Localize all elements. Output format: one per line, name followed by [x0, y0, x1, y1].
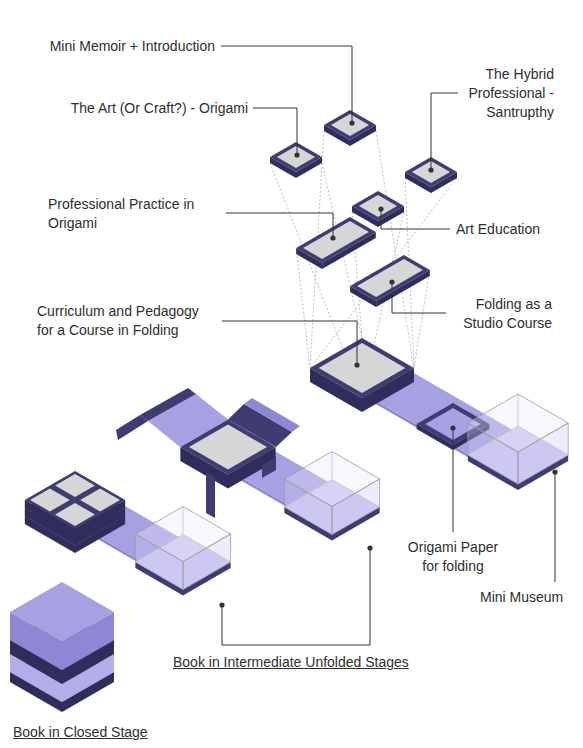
leader-dot	[294, 152, 299, 157]
callout-label: Professional Practice in Origami	[48, 195, 223, 233]
projection-line	[296, 248, 310, 368]
leader-line	[253, 108, 297, 155]
museum-box-edge	[135, 535, 230, 563]
leader-dot	[349, 120, 354, 125]
stack-face	[30, 489, 70, 512]
callout-label: The Hybrid Professional - Santrupthy	[464, 65, 554, 122]
leader-dot	[354, 362, 359, 367]
leader-dot	[552, 469, 557, 474]
callout-label: Folding as a Studio Course	[452, 295, 552, 333]
closed-layer-top	[10, 582, 114, 642]
leader-dot	[367, 545, 372, 550]
leader-line	[392, 282, 446, 313]
mini-museum-box-edge	[518, 394, 519, 426]
chapter-plate-face	[277, 146, 315, 168]
chapter-plate-top	[324, 110, 376, 140]
projection-line	[376, 131, 414, 368]
leader-line	[555, 472, 556, 582]
book-flap	[206, 472, 215, 518]
bracket-line	[222, 548, 370, 645]
leader-dot	[450, 425, 455, 430]
leader-dot	[428, 167, 433, 172]
stack-plate-top	[25, 471, 125, 529]
book-flap-rim	[140, 388, 196, 421]
mini-museum-box-edge	[468, 426, 568, 455]
callout-label: Curriculum and Pedagogy for a Course in …	[37, 302, 215, 340]
leader-dot	[389, 279, 394, 284]
chapter-plate-top	[352, 191, 404, 221]
callout-label: Mini Museum	[480, 588, 580, 607]
projection-line	[414, 270, 430, 368]
stack-face	[55, 474, 95, 497]
museum-box-glass-top	[284, 452, 379, 507]
stack-face	[80, 489, 120, 512]
chapter-plate-face	[303, 221, 369, 259]
leader-line	[222, 321, 357, 365]
museum-box-edge	[284, 480, 379, 508]
museum-box-edge	[183, 507, 184, 535]
book-flap-rim	[116, 415, 148, 440]
chapter-plate-top	[350, 255, 430, 301]
leader-dot	[330, 235, 335, 240]
chapter-plate-face	[359, 195, 397, 217]
callout-label: Book in Intermediate Unfolded Stages	[173, 653, 473, 672]
chapter-plate-top	[296, 217, 376, 263]
callout-label: The Art (Or Craft?) - Origami	[10, 99, 248, 118]
chapter-plate-face	[331, 114, 369, 136]
callout-label: Origami Paper for folding	[399, 538, 507, 576]
leader-line	[226, 213, 333, 238]
stack-face	[55, 503, 95, 526]
leader-dot	[219, 602, 224, 607]
chapter-plate-top	[270, 142, 322, 172]
callout-label: Mini Memoir + Introduction	[15, 37, 215, 56]
mini-museum-box-glass-top	[468, 394, 568, 452]
museum-box-edge	[332, 452, 333, 480]
leader-line	[431, 93, 458, 170]
book-cover-plate-top	[180, 420, 275, 475]
projection-line	[310, 178, 457, 368]
leader-line	[453, 428, 454, 532]
callout-label: Art Education	[456, 220, 566, 239]
leader-line	[381, 209, 450, 229]
curriculum-plate-top	[310, 338, 414, 398]
book-flap	[262, 457, 276, 478]
book-flap	[244, 398, 300, 432]
chapter-plate-face	[357, 259, 423, 297]
callout-label: Book in Closed Stage	[13, 723, 213, 742]
book-cover-plate-face	[189, 425, 267, 470]
curriculum-plate-face	[319, 343, 406, 393]
museum-box-glass-top	[135, 507, 230, 562]
leader-dot	[378, 206, 383, 211]
